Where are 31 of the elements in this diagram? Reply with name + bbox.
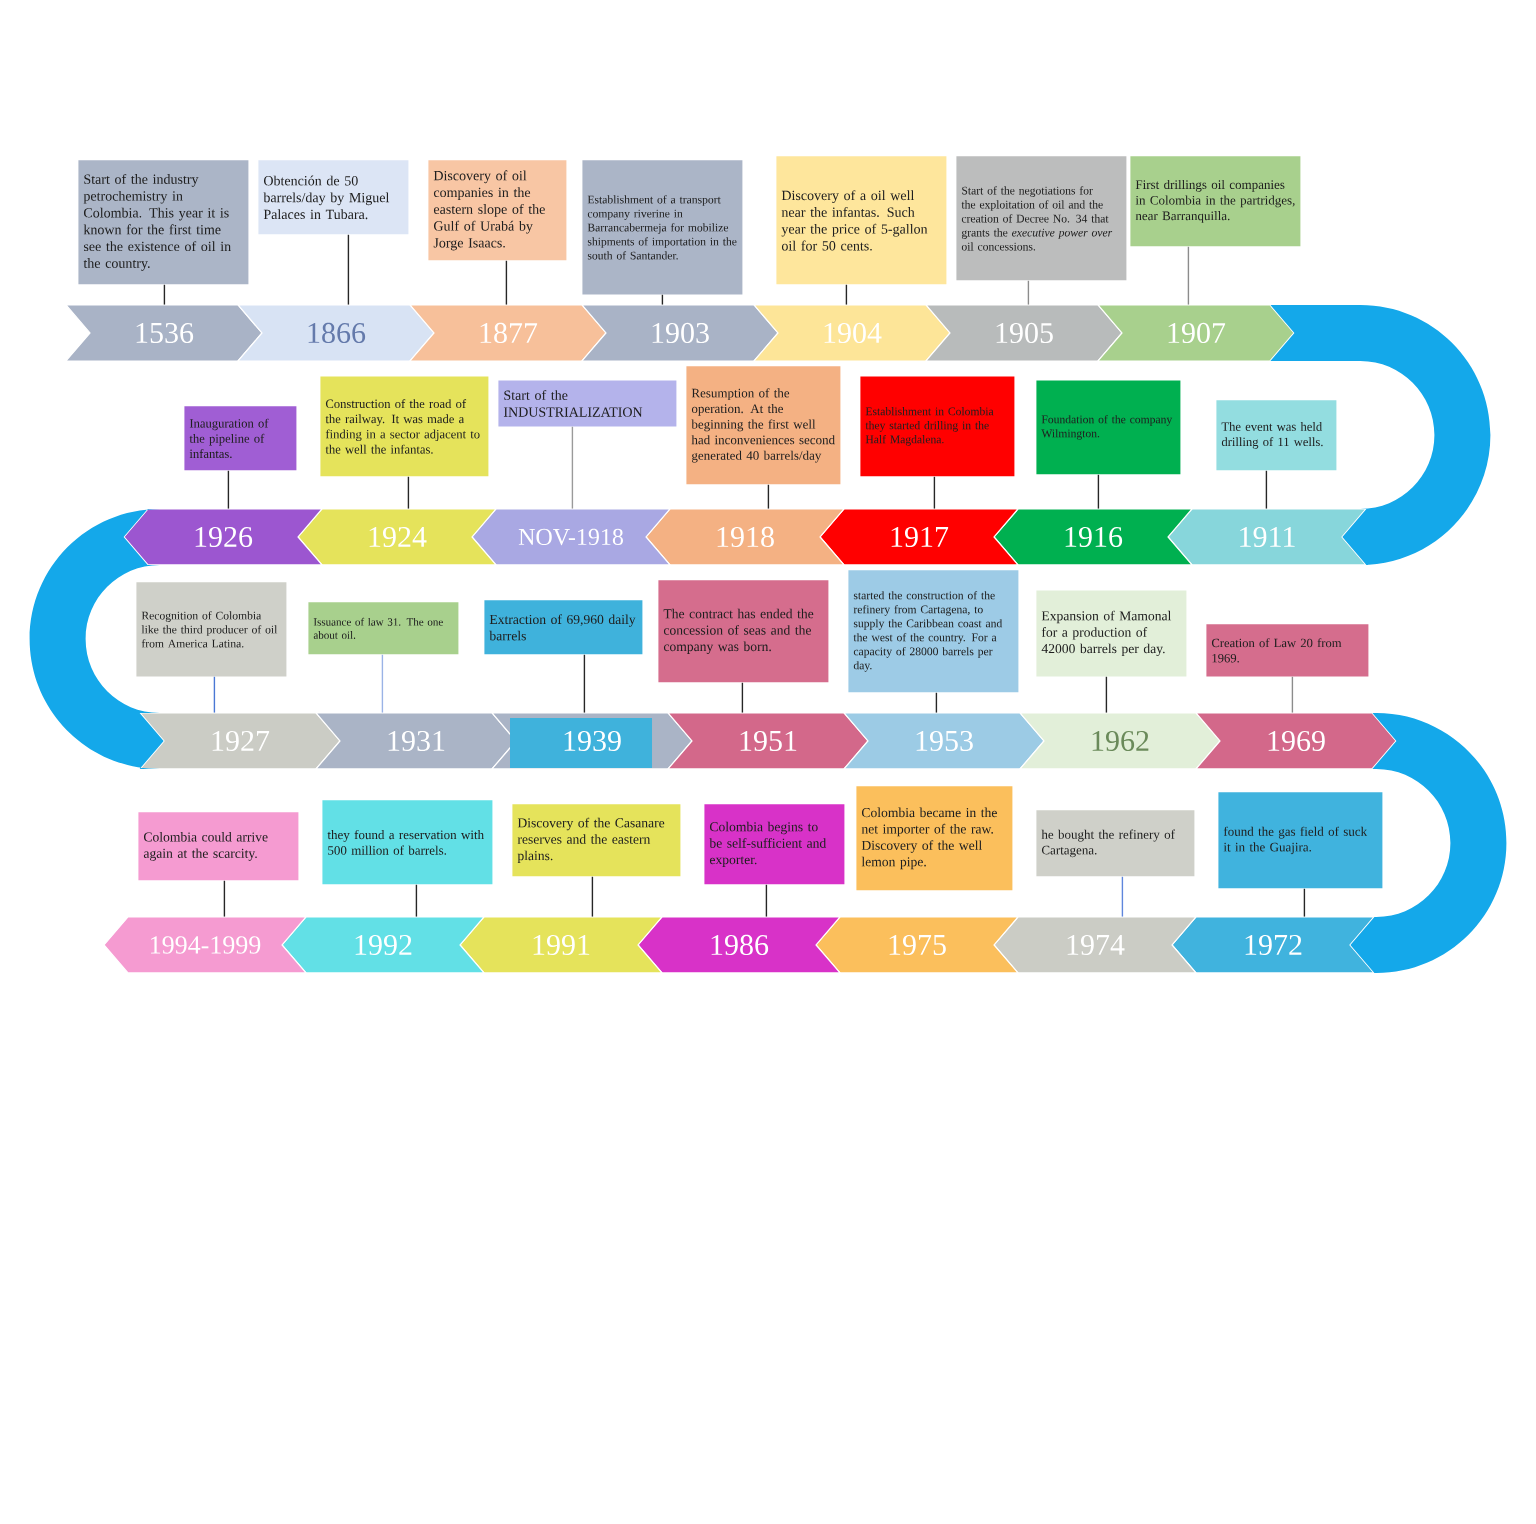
leader-line xyxy=(415,884,418,918)
leader-line xyxy=(1097,474,1100,510)
leader-line xyxy=(935,692,938,714)
leader-line xyxy=(213,676,216,714)
leader-line xyxy=(1265,470,1268,510)
leader-line xyxy=(1027,280,1030,306)
leader-line xyxy=(1187,246,1190,306)
leader-line xyxy=(583,654,586,714)
leader-line xyxy=(933,476,936,510)
leader-line xyxy=(1291,676,1294,714)
leader-line xyxy=(845,284,848,306)
leader-line xyxy=(741,682,744,714)
leader-line xyxy=(381,654,384,714)
timeline-segment: 1994-1999 xyxy=(103,916,308,974)
leader-line xyxy=(163,284,166,306)
curved-band xyxy=(29,508,164,769)
leader-line xyxy=(591,876,594,918)
timeline-segment: 1536 xyxy=(64,304,263,362)
leader-line xyxy=(347,234,350,306)
curved-band xyxy=(1350,712,1507,973)
leader-line xyxy=(505,260,508,306)
leader-line xyxy=(765,884,768,918)
leader-line xyxy=(1105,676,1108,714)
leader-line xyxy=(407,476,410,510)
leader-line xyxy=(1303,888,1306,918)
leader-line xyxy=(767,484,770,510)
leader-line xyxy=(1121,876,1124,918)
leader-line xyxy=(223,880,226,918)
leader-line xyxy=(571,426,574,510)
leader-line xyxy=(661,294,664,306)
leader-line xyxy=(227,470,230,510)
